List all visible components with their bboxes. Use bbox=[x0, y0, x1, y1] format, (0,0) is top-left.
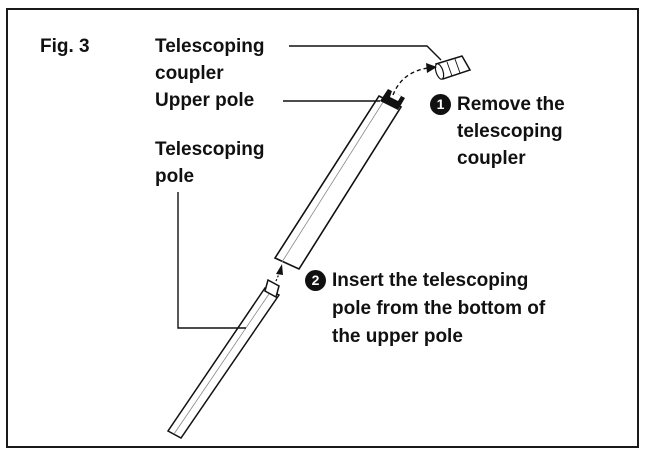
step-1-line1: Remove the bbox=[457, 94, 565, 115]
upper-pole bbox=[273, 89, 405, 271]
coupler-label-line2: coupler bbox=[155, 63, 224, 84]
step-2-line3: the upper pole bbox=[332, 326, 463, 347]
leader-lines bbox=[177, 45, 442, 329]
step-1-line2: telescoping bbox=[457, 121, 563, 142]
telescoping-coupler bbox=[434, 55, 472, 80]
telescoping-pole-label-line2: pole bbox=[155, 166, 195, 187]
coupler-label-line1: Telescoping bbox=[155, 36, 265, 57]
telescoping-pole bbox=[166, 278, 281, 439]
telescoping-pole-leader bbox=[177, 192, 246, 329]
step-1-number-icon: 1 bbox=[430, 94, 451, 115]
insert-arrow bbox=[275, 264, 283, 282]
figure-label: Fig. 3 bbox=[40, 36, 90, 57]
telescoping-pole-label-line1: Telescoping bbox=[155, 139, 265, 160]
step-2-line2: pole from the bottom of bbox=[332, 298, 546, 319]
upper-pole-label: Upper pole bbox=[155, 90, 255, 111]
step-2-line1: Insert the telescoping bbox=[332, 270, 529, 291]
coupler-leader bbox=[289, 45, 442, 61]
step-2-number-icon: 2 bbox=[305, 270, 326, 291]
step-1-line3: coupler bbox=[457, 148, 526, 169]
remove-arrow bbox=[392, 63, 437, 96]
